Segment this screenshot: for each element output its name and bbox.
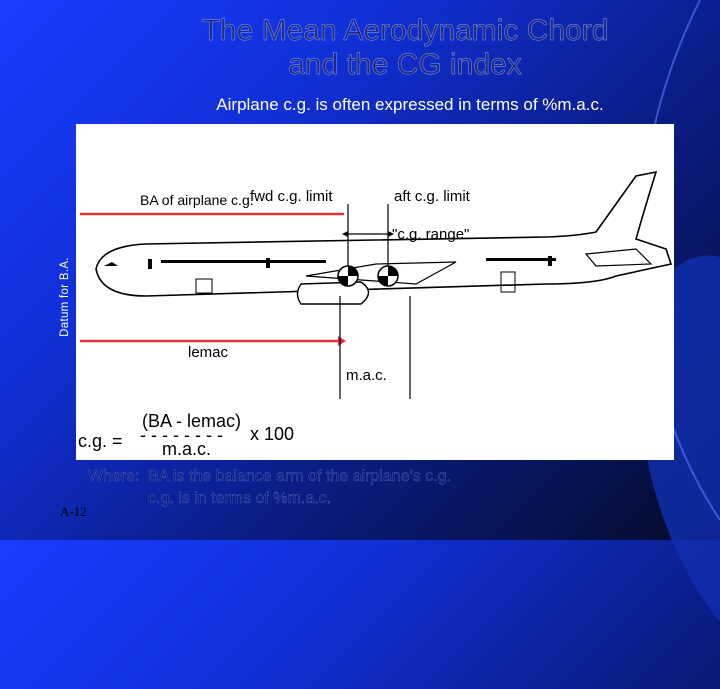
cg-range-label: "c.g. range" (392, 226, 470, 243)
cockpit-window (104, 262, 118, 266)
formula-multiplier: x 100 (250, 424, 295, 444)
fwd-limit-label: fwd c.g. limit (250, 188, 333, 205)
main-gear-door (500, 271, 516, 293)
formula-numerator: (BA - lemac) (142, 411, 242, 431)
lemac-label: lemac (188, 344, 229, 361)
title-line-2: and the CG index (288, 48, 522, 81)
door-1 (148, 259, 152, 269)
mac-label: m.a.c. (346, 367, 387, 384)
door-2 (266, 258, 270, 268)
ba-label: BA of airplane c.g. (140, 192, 254, 208)
airplane-diagram: - - - - - - - - BA of airplane c.g. fwd … (76, 124, 674, 460)
lemac-arrow-head (338, 336, 346, 346)
airplane-drawing: - - - - - - - - (80, 170, 673, 445)
aft-limit-label: aft c.g. limit (394, 188, 470, 205)
page-title: The Mean Aerodynamic Chord and the CG in… (170, 14, 640, 82)
door-3 (548, 256, 552, 266)
nose-gear-door (195, 278, 213, 294)
slide-number: A-12 (60, 504, 87, 519)
where-label: Where: (88, 468, 140, 485)
formula-lhs: c.g. = (78, 431, 123, 451)
cg-symbol-aft (377, 265, 399, 287)
window-row (161, 258, 556, 263)
stabilizer (584, 248, 653, 267)
title-line-1: The Mean Aerodynamic Chord (201, 14, 609, 47)
datum-label: Datum for B.A. (59, 257, 71, 337)
formula-denominator: m.a.c. (162, 439, 212, 459)
fraction-bar: - - - - - - - - (140, 425, 223, 445)
footer-explanation: Where: BA is the balance arm of the airp… (88, 466, 451, 510)
engine (296, 281, 370, 305)
where-line-1: BA is the balance arm of the airplane’s … (148, 468, 451, 485)
where-line-2: c.g. is in terms of %m.a.c. (148, 490, 332, 507)
subtitle: Airplane c.g. is often expressed in term… (216, 95, 604, 114)
cg-symbol-fwd (337, 265, 359, 287)
fuselage (95, 170, 673, 297)
slide: The Mean Aerodynamic Chord and the CG in… (59, 0, 720, 689)
